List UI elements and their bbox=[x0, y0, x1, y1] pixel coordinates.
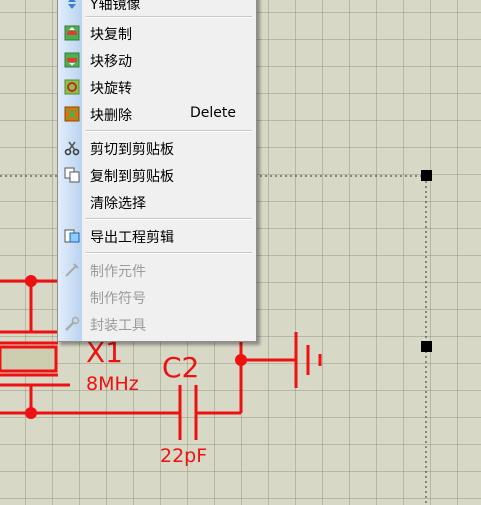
menu-item-block-delete[interactable]: 块删除 Delete bbox=[58, 102, 256, 127]
menu-item-cut[interactable]: 剪切到剪贴板 bbox=[58, 136, 256, 161]
menu-separator bbox=[86, 130, 252, 132]
scissors-icon bbox=[64, 141, 80, 156]
menu-item-block-move[interactable]: 块移动 bbox=[58, 48, 256, 73]
menu-separator bbox=[86, 218, 252, 220]
crystal-x1-symbol[interactable] bbox=[0, 341, 58, 377]
export-icon bbox=[64, 229, 80, 243]
context-menu: Y轴镜像 块复制 块移动 块旋转 块删除 Delete 剪切到剪贴板 复制到剪贴… bbox=[57, 0, 257, 342]
selection-handle-corner[interactable] bbox=[421, 170, 432, 181]
block-rotate-icon bbox=[64, 79, 80, 95]
mirror-icon bbox=[68, 0, 76, 9]
menu-item-mirror-y[interactable]: Y轴镜像 bbox=[58, 0, 256, 16]
c2-value-label: 22pF bbox=[160, 445, 207, 467]
menu-separator bbox=[86, 16, 252, 18]
block-delete-icon bbox=[64, 106, 80, 122]
block-copy-icon bbox=[64, 25, 80, 41]
selection-handle-side[interactable] bbox=[421, 341, 432, 352]
capacitor-c2-symbol[interactable] bbox=[178, 385, 198, 440]
x1-value-label: 8MHz bbox=[86, 373, 139, 395]
block-move-icon bbox=[64, 52, 80, 68]
ground-symbol[interactable] bbox=[294, 332, 322, 388]
shortcut-label: Delete bbox=[190, 105, 236, 121]
menu-item-copy[interactable]: 复制到剪贴板 bbox=[58, 163, 256, 188]
menu-item-make-symbol: 制作符号 bbox=[90, 291, 146, 307]
menu-item-block-copy[interactable]: 块复制 bbox=[58, 21, 256, 46]
copy-icon bbox=[64, 167, 80, 183]
junction-dot bbox=[235, 354, 247, 366]
menu-separator bbox=[86, 252, 252, 254]
package-tool-icon bbox=[65, 316, 80, 331]
junction-dot bbox=[25, 275, 37, 287]
c2-reference-label: C2 bbox=[162, 351, 199, 384]
menu-item-make-component: 制作元件 bbox=[58, 258, 256, 283]
junction-dot bbox=[25, 407, 37, 419]
menu-item-export-clip[interactable]: 导出工程剪辑 bbox=[58, 224, 256, 249]
menu-item-clear-selection[interactable]: 清除选择 bbox=[90, 196, 146, 212]
make-component-icon bbox=[65, 263, 79, 277]
menu-item-package-tool: 封装工具 bbox=[58, 312, 256, 337]
menu-item-block-rotate[interactable]: 块旋转 bbox=[58, 75, 256, 100]
